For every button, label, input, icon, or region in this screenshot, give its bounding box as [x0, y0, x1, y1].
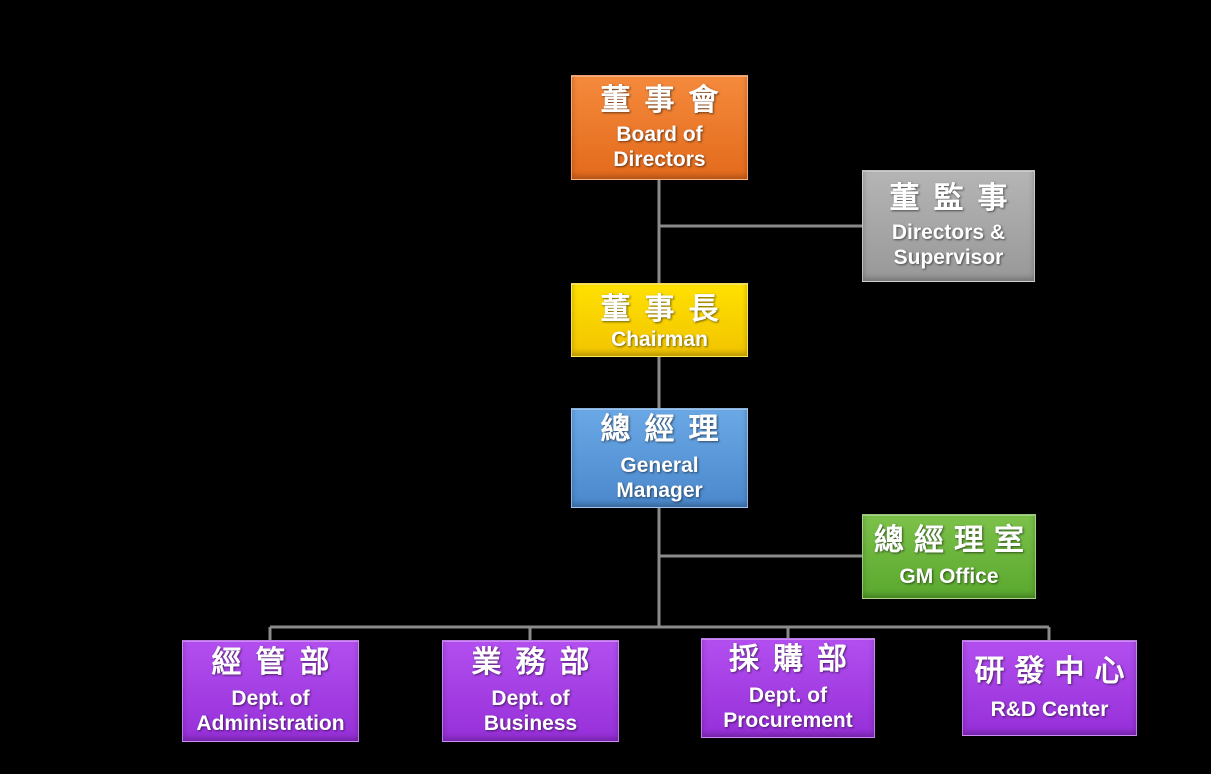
chairman-en-label: Chairman — [611, 327, 708, 351]
dept-administration-box: 經管部 Dept. of Administration — [182, 640, 359, 742]
business-en-line2: Business — [483, 712, 578, 735]
admin-en-line2: Administration — [196, 712, 345, 735]
directors-supervisor-box: 董監事 Directors & Supervisor — [862, 170, 1035, 282]
admin-zh-label: 經管部 — [211, 645, 344, 680]
gm-zh-label: 總經理 — [600, 412, 733, 447]
board-zh-label: 董事會 — [600, 82, 733, 118]
gm-office-zh-label: 總經理室 — [874, 523, 1034, 558]
gm-en-line2: Manager — [616, 479, 703, 502]
directors-zh-label: 董監事 — [889, 181, 1022, 216]
directors-en-line2: Supervisor — [893, 246, 1004, 269]
directors-en-line1: Directors & — [891, 221, 1006, 244]
chairman-zh-label: 董事長 — [600, 291, 733, 327]
rd-en-label: R&D Center — [990, 697, 1109, 721]
business-zh-label: 業務部 — [471, 645, 604, 680]
gm-office-box: 總經理室 GM Office — [862, 514, 1036, 599]
rd-center-box: 研發中心 R&D Center — [962, 640, 1137, 736]
rd-zh-label: 研發中心 — [974, 653, 1135, 689]
dept-business-box: 業務部 Dept. of Business — [442, 640, 619, 742]
dept-procurement-box: 採購部 Dept. of Procurement — [701, 638, 875, 738]
gm-en-line1: General — [620, 454, 699, 477]
procurement-en-line2: Procurement — [723, 709, 853, 732]
admin-en-line1: Dept. of — [231, 687, 310, 710]
business-en-line1: Dept. of — [491, 687, 570, 710]
general-manager-box: 總經理 General Manager — [571, 408, 748, 508]
gm-office-en-label: GM Office — [899, 565, 999, 588]
chairman-box: 董事長 Chairman — [571, 283, 748, 357]
procurement-zh-label: 採購部 — [729, 642, 861, 677]
board-en-line2: Directors — [613, 147, 706, 171]
board-en-line1: Board of — [616, 122, 703, 146]
procurement-en-line1: Dept. of — [748, 684, 828, 707]
board-of-directors-box: 董事會 Board of Directors — [571, 75, 748, 180]
